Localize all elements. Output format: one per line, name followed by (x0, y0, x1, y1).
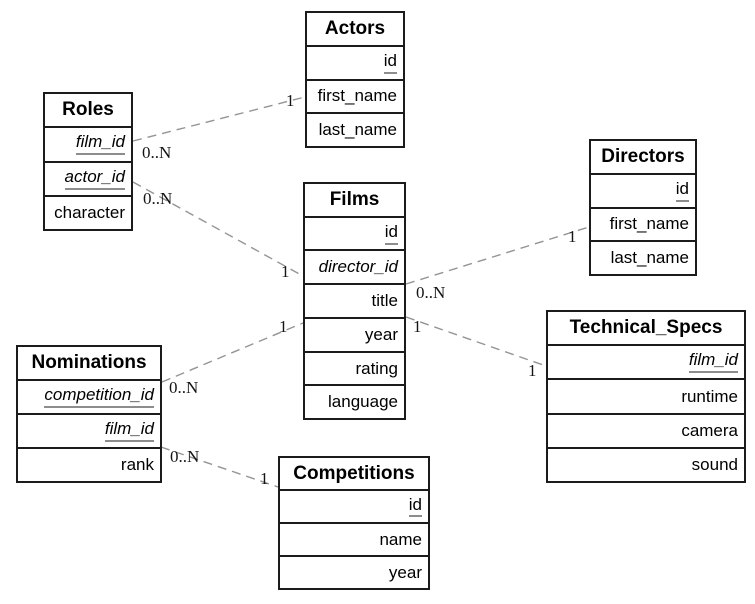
table-competitions[interactable]: Competitions id name year (278, 456, 430, 590)
connector-roles-actors (132, 96, 306, 142)
field-label: sound (691, 454, 738, 474)
cardinality-label: 0..N (142, 143, 172, 162)
table-title: Roles (62, 99, 114, 121)
field-label: camera (681, 420, 738, 440)
field-row-id: id (280, 489, 428, 522)
field-label: name (379, 529, 422, 549)
field-row-rating: rating (305, 350, 404, 385)
field-label: rating (355, 358, 398, 378)
field-row-actor_id: actor_id (45, 160, 131, 195)
field-row-year: year (280, 555, 428, 588)
cardinality-label: 1 (568, 227, 577, 246)
field-row-year: year (305, 316, 404, 351)
cardinality-label: 1 (413, 317, 422, 336)
primary-key-field: competition_id (44, 386, 154, 408)
foreign-key-field: director_id (318, 257, 398, 277)
field-label: first_name (317, 86, 397, 106)
field-row-title: title (305, 283, 404, 317)
connector-films-directors (405, 226, 590, 285)
cardinality-label: 1 (528, 361, 537, 380)
field-row-first_name: first_name (591, 206, 695, 241)
table-actors[interactable]: Actors id first_name last_name (305, 11, 405, 148)
field-row-film_id: film_id (45, 126, 131, 160)
connector-roles-films (132, 181, 304, 277)
field-label: runtime (681, 386, 738, 406)
field-row-name: name (280, 522, 428, 555)
field-label: year (364, 324, 398, 344)
primary-key-field: actor_id (64, 167, 125, 190)
table-title: Technical_Specs (569, 317, 723, 339)
field-label: last_name (610, 248, 689, 268)
field-row-film_id: film_id (548, 344, 744, 378)
field-row-id: id (307, 44, 403, 79)
field-label: rank (120, 455, 154, 475)
field-row-first_name: first_name (307, 78, 403, 113)
table-title: Competitions (293, 462, 415, 484)
connector-nominations-competitions (160, 446, 279, 488)
table-title: Nominations (31, 352, 147, 373)
cardinality-label: 1 (279, 317, 288, 336)
table-title: Directors (601, 145, 685, 167)
cardinality-label: 0..N (143, 189, 173, 208)
primary-key-field: film_id (104, 420, 154, 442)
table-directors[interactable]: Directors id first_name last_name (589, 139, 697, 276)
field-row-last_name: last_name (307, 112, 403, 146)
field-row-runtime: runtime (548, 378, 744, 412)
field-label: last_name (318, 120, 397, 140)
connector-nominations-films (161, 322, 304, 383)
field-label: language (328, 392, 398, 412)
primary-key-field: film_id (75, 133, 125, 156)
field-row-competition_id: competition_id (18, 379, 160, 413)
field-row-last_name: last_name (591, 240, 695, 274)
field-row-id: id (305, 215, 404, 250)
table-title: Actors (324, 17, 386, 39)
table-roles[interactable]: Roles film_id actor_id character (43, 92, 133, 231)
field-label: title (371, 291, 398, 311)
cardinality-label: 0..N (169, 378, 199, 397)
cardinality-label: 1 (281, 262, 290, 281)
field-row-rank: rank (18, 447, 160, 481)
field-label: first_name (609, 214, 689, 234)
field-row-sound: sound (548, 446, 744, 481)
cardinality-label: 0..N (416, 283, 446, 302)
field-row-language: language (305, 384, 404, 418)
primary-key-field: id (408, 495, 422, 518)
field-row-director_id: director_id (305, 249, 404, 283)
cardinality-label: 1 (286, 91, 295, 110)
primary-key-field: id (675, 179, 689, 202)
cardinality-label: 1 (260, 469, 269, 488)
field-label: year (388, 562, 422, 582)
cardinality-label: 0..N (170, 447, 200, 466)
connector-films-technical_specs (405, 316, 547, 367)
primary-key-field: film_id (688, 351, 738, 374)
field-row-film_id: film_id (18, 413, 160, 447)
field-row-camera: camera (548, 412, 744, 447)
field-row-id: id (591, 172, 695, 207)
primary-key-field: id (383, 51, 397, 74)
primary-key-field: id (384, 222, 398, 245)
field-label: character (54, 202, 125, 222)
field-row-character: character (45, 194, 131, 229)
table-title: Films (329, 188, 380, 210)
